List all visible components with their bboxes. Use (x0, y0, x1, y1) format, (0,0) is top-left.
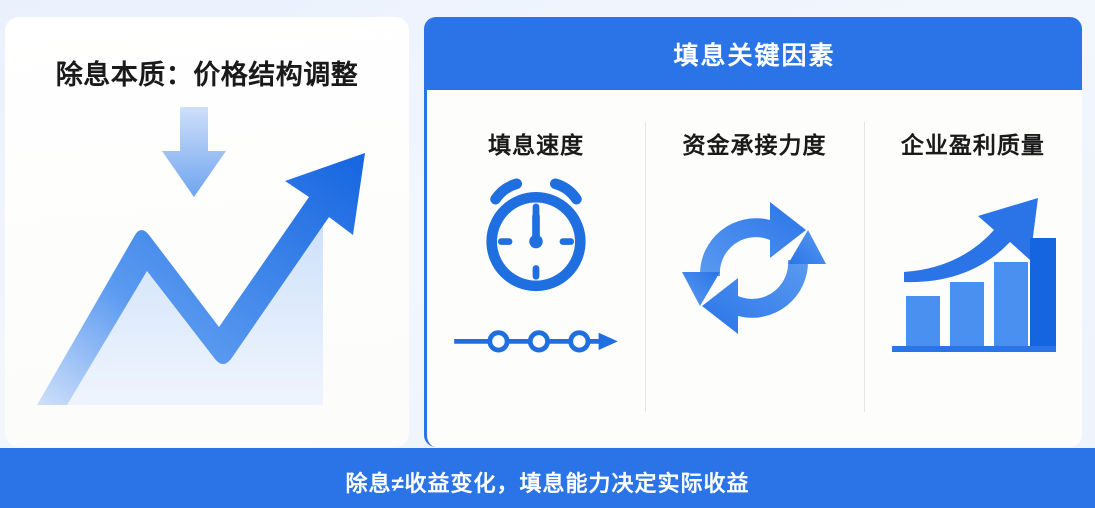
factor-icon-wrap-profit (888, 178, 1058, 358)
trend-fill-area (53, 205, 323, 405)
rebound-trend-arrow (37, 153, 365, 405)
factor-column-profit[interactable]: 企业盈利质量 (863, 90, 1082, 447)
price-drop-arrow (162, 107, 226, 197)
left-panel-title: 除息本质：价格结构调整 (55, 60, 359, 90)
right-panel-header-title: 填息关键因素 (673, 41, 836, 70)
factor-icon-wrap-capital (669, 178, 839, 358)
growth-bar-chart-icon (891, 198, 1056, 352)
circular-refresh-arrows-icon (682, 202, 827, 334)
timeline-arrow-icon (453, 330, 618, 353)
factor-columns: 填息速度 (427, 90, 1082, 447)
factor-column-speed[interactable]: 填息速度 (427, 90, 645, 447)
alarm-clock-icon (486, 178, 586, 292)
bar-4 (1029, 238, 1056, 346)
bar-1 (905, 296, 940, 346)
factor-column-capital[interactable]: 资金承接力度 (645, 90, 863, 447)
factor-title-profit: 企业盈利质量 (900, 132, 1045, 158)
left-panel-card: 除息本质：价格结构调整 (5, 17, 409, 447)
factor-title-capital: 资金承接力度 (682, 132, 827, 158)
factor-icon-wrap-speed (451, 178, 621, 358)
price-structure-graphic (37, 107, 365, 405)
right-panel-card: 填息关键因素 填息速度 (424, 17, 1082, 447)
factor-title-speed: 填息速度 (488, 132, 585, 158)
chart-baseline (891, 346, 1056, 352)
footer-band (0, 448, 1095, 508)
bar-3 (993, 262, 1028, 346)
bar-2 (949, 282, 984, 346)
right-panel-header: 填息关键因素 (427, 17, 1082, 90)
footer-caption: 除息≠收益变化，填息能力决定实际收益 (345, 471, 750, 496)
